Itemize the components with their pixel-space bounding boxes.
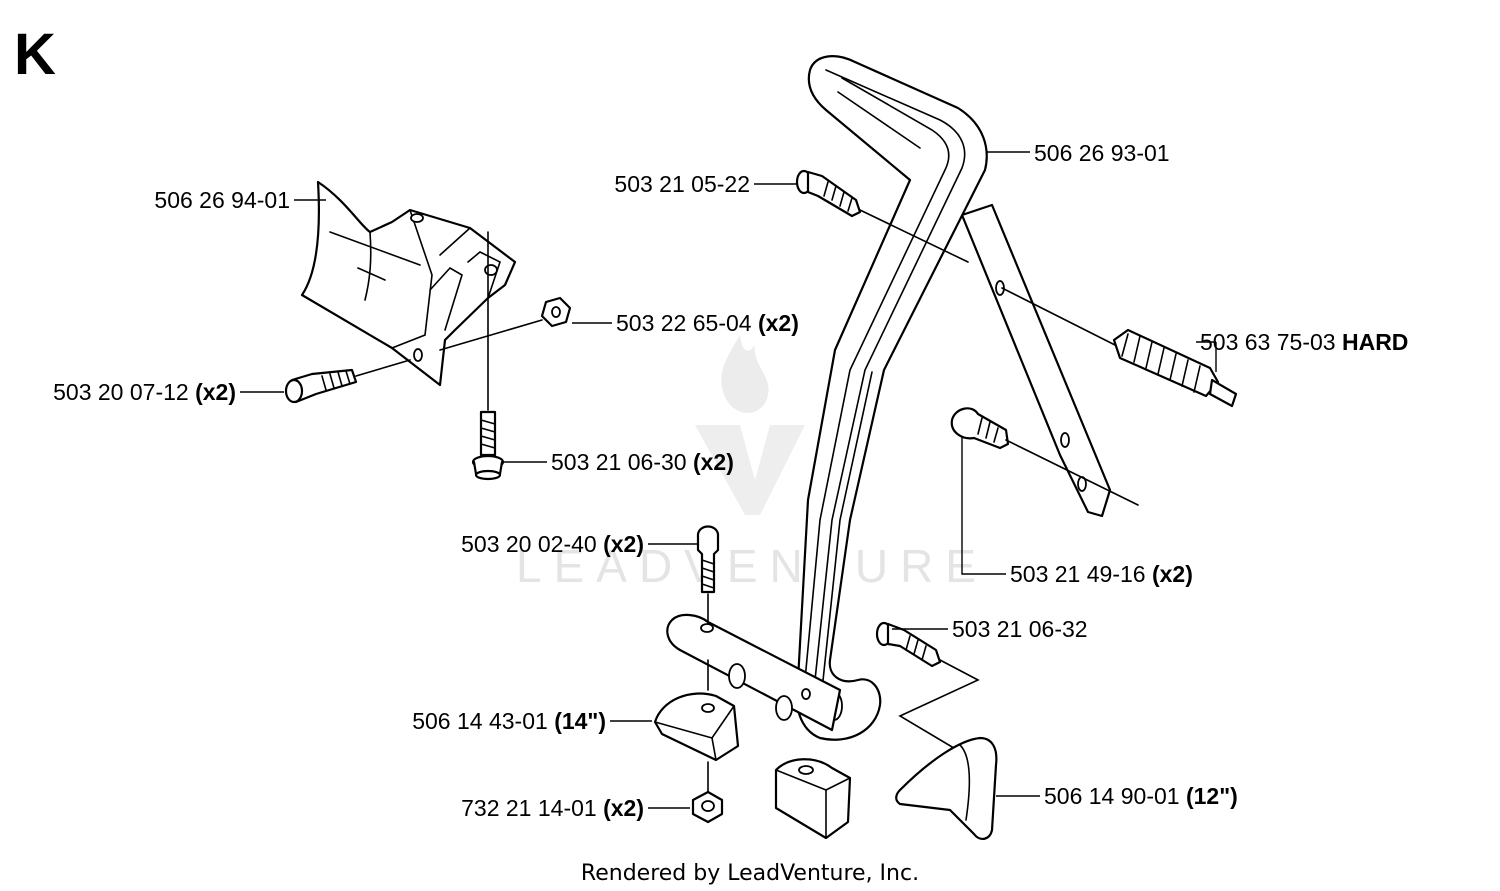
footer-credit: Rendered by LeadVenture, Inc. [581,861,919,886]
callout-label[interactable]: 503 20 02-40 (x2) [461,531,644,557]
callout-label[interactable]: 503 21 06-30 (x2) [551,449,734,475]
callout-label[interactable]: 732 21 14-01 (x2) [461,795,644,821]
socket-bolt-vertical [696,525,720,594]
leader-lines [240,151,1217,809]
front-handle [795,55,1112,741]
watermark-flame-icon [721,335,769,413]
callout-label[interactable]: 503 20 07-12 (x2) [53,379,236,405]
callout-label[interactable]: 503 21 05-22 [614,171,750,197]
flange-bolt-vertical [471,410,505,481]
spike-14 [653,692,740,762]
watermark-text: LEADVENTURE [516,540,988,592]
socket-bolt-left [284,368,358,404]
callout-label[interactable]: 506 14 90-01 (12") [1044,783,1238,809]
callout-label[interactable]: 503 22 65-04 (x2) [616,310,799,336]
callout-label[interactable]: 506 26 94-01 [154,187,290,213]
flange-bolt-upper [795,169,862,218]
watermark: LEADVENTURE [516,335,988,592]
callout-label[interactable]: 503 63 75-03 HARD [1200,329,1408,355]
callout-label[interactable]: 506 14 43-01 (14") [412,708,606,734]
flange-bolt-lower [875,621,942,668]
callout-label[interactable]: 503 21 49-16 (x2) [1010,561,1193,587]
spike-lower [774,758,852,840]
callout-label[interactable]: 506 26 93-01 [1034,140,1170,166]
hex-nut-lower [691,790,724,824]
section-letter: K [14,22,56,87]
av-spring [1112,328,1238,408]
hex-nut-upper [540,296,572,328]
socket-bolt-right [950,407,1010,450]
watermark-v-icon [695,425,805,515]
chain-guide-bracket [300,180,517,387]
spike-12 [895,736,998,840]
spike-bar [666,613,842,732]
callout-label[interactable]: 503 21 06-32 [952,616,1088,642]
